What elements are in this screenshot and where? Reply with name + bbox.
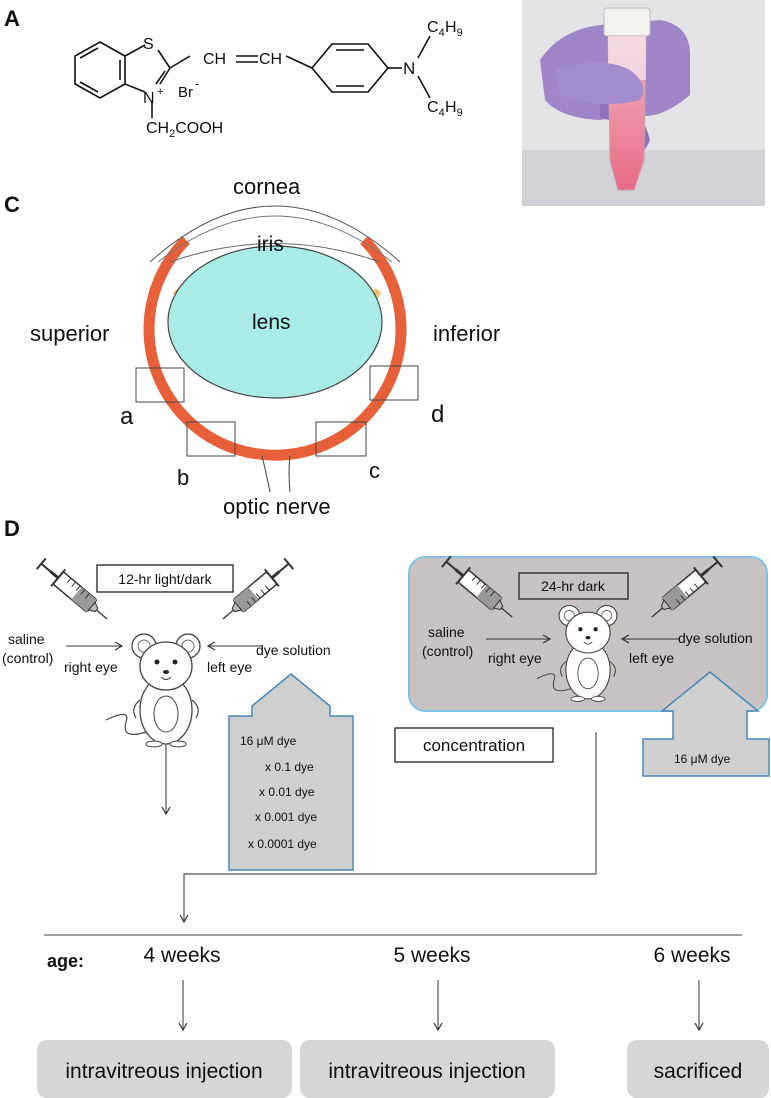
region-box-c <box>315 421 367 457</box>
experiment-dark: 24-hr dark saline (control) right eye le… <box>408 551 770 777</box>
dose-2: x 0.1 dye <box>265 760 314 774</box>
condition-right: 24-hr dark <box>541 578 606 594</box>
mouse-icon <box>105 633 201 748</box>
region-label-c: c <box>369 458 380 483</box>
lens-shape <box>167 245 383 399</box>
dose-arrow-left <box>228 673 354 871</box>
plus-charge: + <box>157 86 163 98</box>
step-box-3 <box>627 1040 769 1098</box>
ch-group-2: CH <box>259 51 282 68</box>
dye-right: dye solution <box>678 630 753 646</box>
butyl-top: C4CH <box>427 19 468 39</box>
panel-label-a: A <box>4 6 20 31</box>
condition-box-right <box>518 572 629 600</box>
dose-3: x 0.01 dye <box>259 785 315 799</box>
saline-left: saline <box>8 631 45 647</box>
region-box-b <box>186 421 236 457</box>
step-2: intravitreous injection <box>328 1060 525 1083</box>
region-box-a <box>135 367 185 403</box>
control-right: (control) <box>422 643 473 659</box>
cornea-inner <box>157 215 393 263</box>
cornea-outer <box>149 205 401 263</box>
dose-4: x 0.001 dye <box>255 810 317 824</box>
dose-5: x 0.0001 dye <box>248 837 317 851</box>
ch-group-1: CH <box>203 51 226 68</box>
butyl-bottom: C4 <box>427 99 445 119</box>
chemical-structure <box>74 35 431 118</box>
panel-label-d: D <box>4 516 20 541</box>
sulfur-atom: S <box>143 36 154 53</box>
nitrogen-cation: N <box>143 90 155 107</box>
region-label-b: b <box>177 465 189 490</box>
iris-line <box>169 243 381 263</box>
iris-label: iris <box>257 233 284 256</box>
chemical-labels: S N + Br - CH CH N C4CH H9 C4 H9 CH2COOH <box>143 19 468 140</box>
butyl-top-h: H9 <box>445 19 463 39</box>
left-eye-left: left eye <box>207 659 252 675</box>
region-box-d <box>369 365 419 401</box>
step-box-1 <box>37 1040 292 1098</box>
dose-arrow-right <box>642 671 770 777</box>
concentration-box <box>394 727 554 763</box>
bromide: Br <box>178 84 193 101</box>
right-eye-right: right eye <box>488 650 542 666</box>
step-1: intravitreous injection <box>65 1060 262 1083</box>
superior-label: superior <box>30 321 109 346</box>
inferior-label: inferior <box>433 321 500 346</box>
flow-connector <box>179 732 597 924</box>
sclera <box>143 236 407 461</box>
condition-left: 12-hr light/dark <box>118 571 212 587</box>
region-label-a: a <box>120 403 134 430</box>
concentration-label: concentration <box>423 736 525 755</box>
week-5: 5 weeks <box>393 944 470 967</box>
experiment-light-dark: 12-hr light/dark saline (control) right … <box>2 553 354 871</box>
dose-right: 16 μM dye <box>674 752 731 766</box>
step-box-2 <box>300 1040 555 1098</box>
dye-left: dye solution <box>256 642 331 658</box>
eye-diagram <box>135 205 419 493</box>
region-label-d: d <box>431 401 444 428</box>
week-4: 4 weeks <box>143 944 220 967</box>
condition-box-left <box>96 564 234 593</box>
amine-nitrogen: N <box>403 59 415 78</box>
side-chain: CH2COOH <box>146 120 223 140</box>
dye-tube-photo <box>522 0 765 206</box>
cornea-label: cornea <box>233 174 301 199</box>
saline-right: saline <box>428 624 465 640</box>
control-left: (control) <box>2 650 53 666</box>
age-label: age: <box>47 951 84 971</box>
left-eye-right: left eye <box>629 650 674 666</box>
panel-label-c: C <box>4 192 20 217</box>
right-eye-left: right eye <box>64 659 118 675</box>
optic-nerve-label: optic nerve <box>223 494 331 519</box>
step-3: sacrificed <box>654 1060 743 1083</box>
dose-1: 16 μM dye <box>240 734 297 748</box>
week-6: 6 weeks <box>653 944 730 967</box>
butyl-bottom-h: H9 <box>445 99 463 119</box>
lens-label: lens <box>252 311 291 334</box>
minus-charge: - <box>195 76 199 91</box>
